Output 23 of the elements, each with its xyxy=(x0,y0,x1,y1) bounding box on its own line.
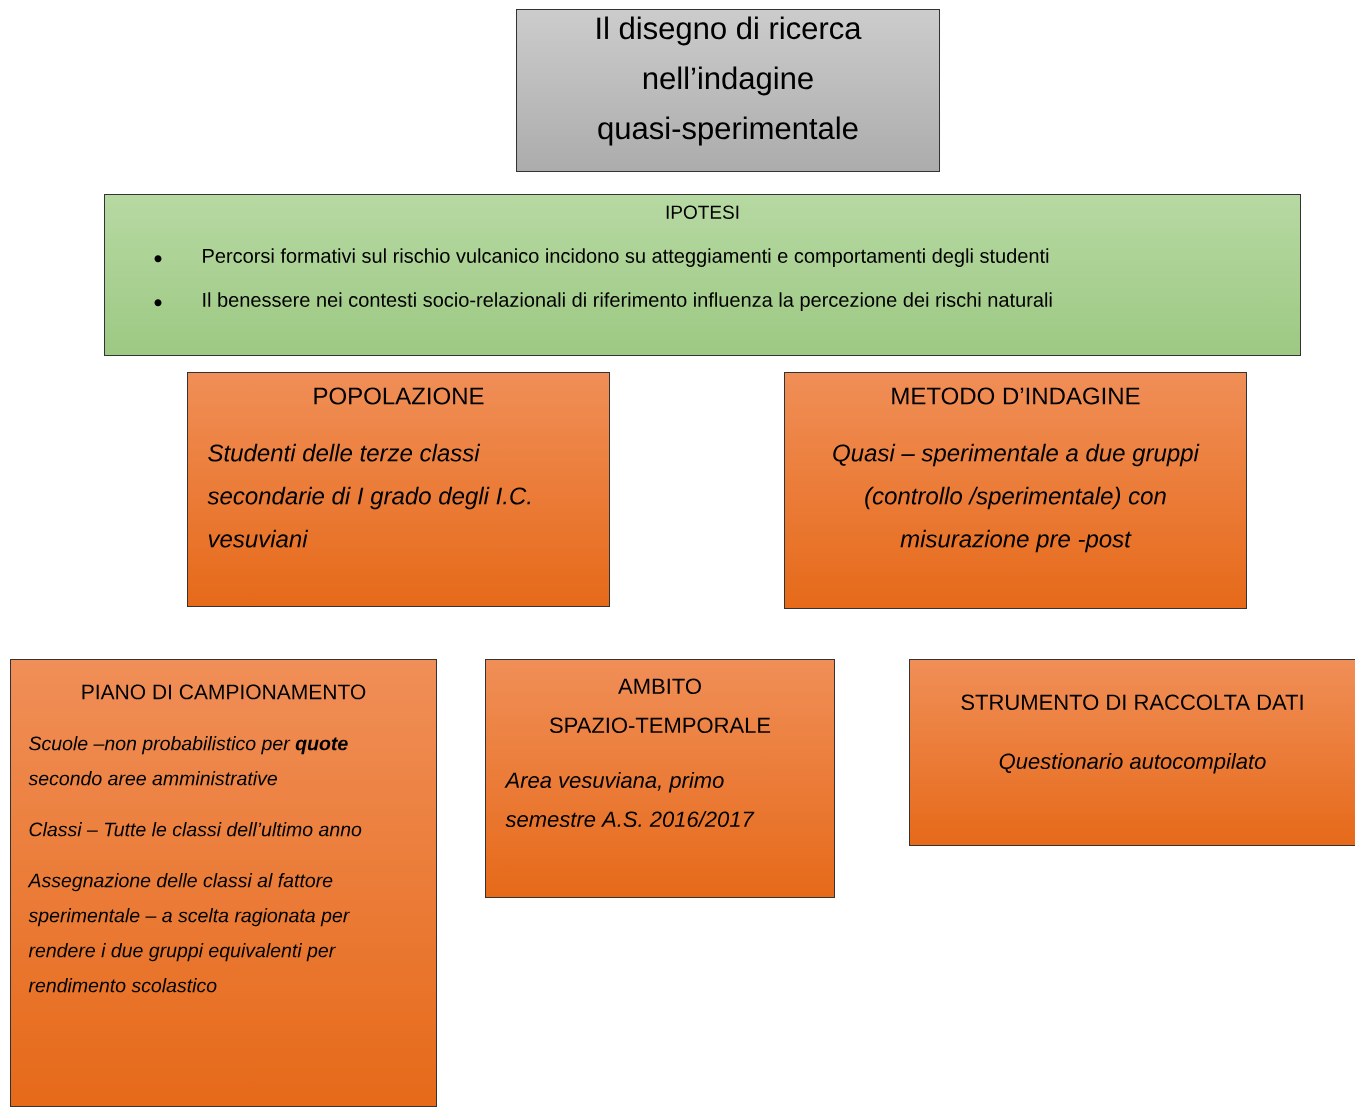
box-heading: STRUMENTO DI RACCOLTA DATI xyxy=(961,694,1303,711)
box-text: Classi – Tutte le classi dell’ultimo anno xyxy=(29,822,362,837)
box-text: Scuole –non probabilistico per quote secondo aree amministrative xyxy=(28,736,348,786)
concept-box xyxy=(909,659,1355,846)
box-text: Area vesuviana, primo semestre A.S. 2016/2017 xyxy=(504,771,755,828)
box-heading: IPOTESI xyxy=(666,205,739,219)
box-heading: AMBITO SPAZIO-TEMPORALE xyxy=(549,678,771,734)
box-heading: PIANO DI CAMPIONAMENTO xyxy=(82,684,366,700)
concept-box xyxy=(104,194,1301,356)
box-heading: METODO D’INDAGINE xyxy=(892,387,1140,405)
concept-box xyxy=(784,372,1247,609)
bullet-text: Il benessere nei contesti socio-relazionali di riferimento influenza la percezione dei rischi naturali xyxy=(203,292,1052,311)
concept-box xyxy=(10,659,437,1107)
box-title: Il disegno di ricerca nell’indagine quasi-sperimentale xyxy=(597,16,862,146)
concept-box xyxy=(187,372,610,607)
title-box xyxy=(516,9,940,172)
box-text: Questionario autocompilato xyxy=(999,752,1266,774)
box-text: Quasi – sperimentale a due gruppi (controllo /sperimentale) con misurazione pre -post xyxy=(833,443,1200,553)
bullet-text: Percorsi formativi sul rischio vulcanico incidono su atteggiamenti e comportamenti degli studenti xyxy=(203,248,1049,267)
box-text: Assegnazione delle classi al fattore sperimentale – a scelta ragionata per rendere i due gruppi equivalenti per rendimento scolastico xyxy=(27,873,350,993)
box-text: Studenti delle terze classi secondarie di I grado degli I.C. vesuviani xyxy=(207,443,531,548)
concept-box xyxy=(485,659,835,898)
box-heading: POPOLAZIONE xyxy=(314,387,484,405)
